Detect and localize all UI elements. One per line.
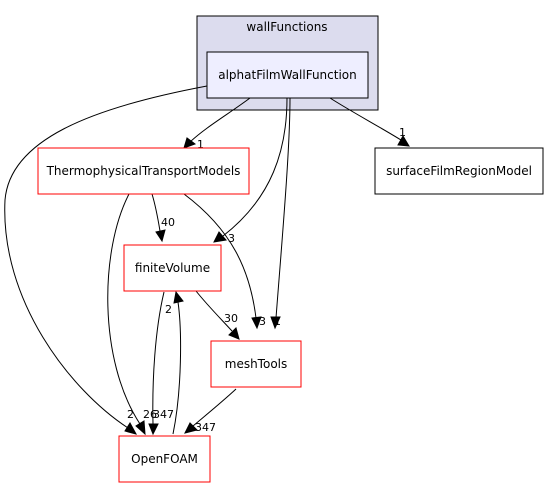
node-border (206, 51, 369, 99)
arrowhead (148, 423, 159, 436)
edge-label: 3 (228, 232, 235, 245)
edge-line (4, 85, 208, 429)
edge-line (195, 290, 233, 332)
node-border (118, 435, 211, 483)
arrowhead (184, 422, 198, 434)
edge-label: 26 (143, 408, 157, 421)
node-border (123, 244, 222, 292)
arrowhead (124, 422, 138, 435)
edge-line (172, 301, 182, 435)
edge-line (275, 97, 291, 319)
node-label: surfaceFilmRegionModel (386, 164, 532, 178)
edge-alphat-thermo: 1 (183, 97, 251, 151)
node-box (119, 436, 210, 482)
node-border (37, 147, 250, 195)
node-alphatfilmwallfunction[interactable]: alphatFilmWallFunction (206, 51, 369, 99)
edge-alphat-surface: 1 (329, 97, 410, 147)
edge-label: 2 (127, 408, 134, 421)
edge-label: 1 (274, 315, 281, 328)
edge-label: 347 (195, 421, 216, 434)
node-finitevolume[interactable]: finiteVolume (123, 244, 222, 292)
cluster-border (196, 15, 379, 111)
node-border (374, 147, 544, 195)
edge-label: 3 (259, 315, 266, 328)
edge-line (329, 97, 402, 141)
arrowhead (183, 137, 197, 149)
arrowhead (270, 316, 281, 330)
arrowhead (397, 135, 410, 147)
edge-label: 347 (153, 408, 174, 421)
node-box (38, 148, 249, 194)
edge-thermo-mesh: 3 (183, 193, 266, 330)
edge-line (183, 193, 257, 319)
edge-label: 1 (197, 138, 204, 151)
node-label: OpenFOAM (131, 452, 198, 466)
edge-line (107, 193, 141, 425)
node-box (375, 148, 543, 194)
arrowhead (228, 327, 240, 340)
edge-finite-openfoam: 347 (148, 291, 174, 436)
edge-line (192, 388, 237, 427)
edge-label: 2 (165, 303, 172, 316)
edge-alphat-openfoam: 2 (4, 85, 208, 435)
edge-line (189, 97, 251, 143)
edge-label: 30 (224, 312, 238, 325)
edge-line (152, 291, 165, 425)
node-label: ThermophysicalTransportModels (46, 164, 241, 178)
cluster-title: wallFunctions (246, 20, 327, 34)
edge-openfoam-finite: 2 (165, 290, 184, 435)
node-box (211, 341, 301, 387)
edge-label: 1 (399, 126, 406, 139)
arrowhead (213, 231, 227, 243)
arrowhead (135, 420, 146, 436)
edge-thermo-finite: 40 (151, 193, 175, 243)
node-box (207, 52, 368, 98)
arrowhead (251, 316, 262, 330)
edge-line (222, 97, 288, 237)
node-thermophysicaltransportmodels[interactable]: ThermophysicalTransportModels (37, 147, 250, 195)
node-label: finiteVolume (135, 261, 210, 275)
edge-alphat-mesh: 1 (270, 97, 291, 330)
node-meshtools[interactable]: meshTools (210, 340, 302, 388)
edge-mesh-openfoam: 347 (184, 388, 237, 434)
node-label: alphatFilmWallFunction (218, 68, 357, 82)
edge-line (151, 193, 161, 232)
edge-alphat-finite: 3 (213, 97, 288, 245)
node-label: meshTools (225, 357, 288, 371)
node-border (210, 340, 302, 388)
node-box (124, 245, 221, 291)
node-surfacefilmregionmodel[interactable]: surfaceFilmRegionModel (374, 147, 544, 195)
edge-label: 40 (161, 216, 175, 229)
arrowhead (173, 290, 184, 304)
edge-finite-mesh: 30 (195, 290, 240, 340)
arrowhead (155, 229, 166, 243)
edge-thermo-openfoam: 26 (107, 193, 157, 436)
node-openfoam[interactable]: OpenFOAM (118, 435, 211, 483)
